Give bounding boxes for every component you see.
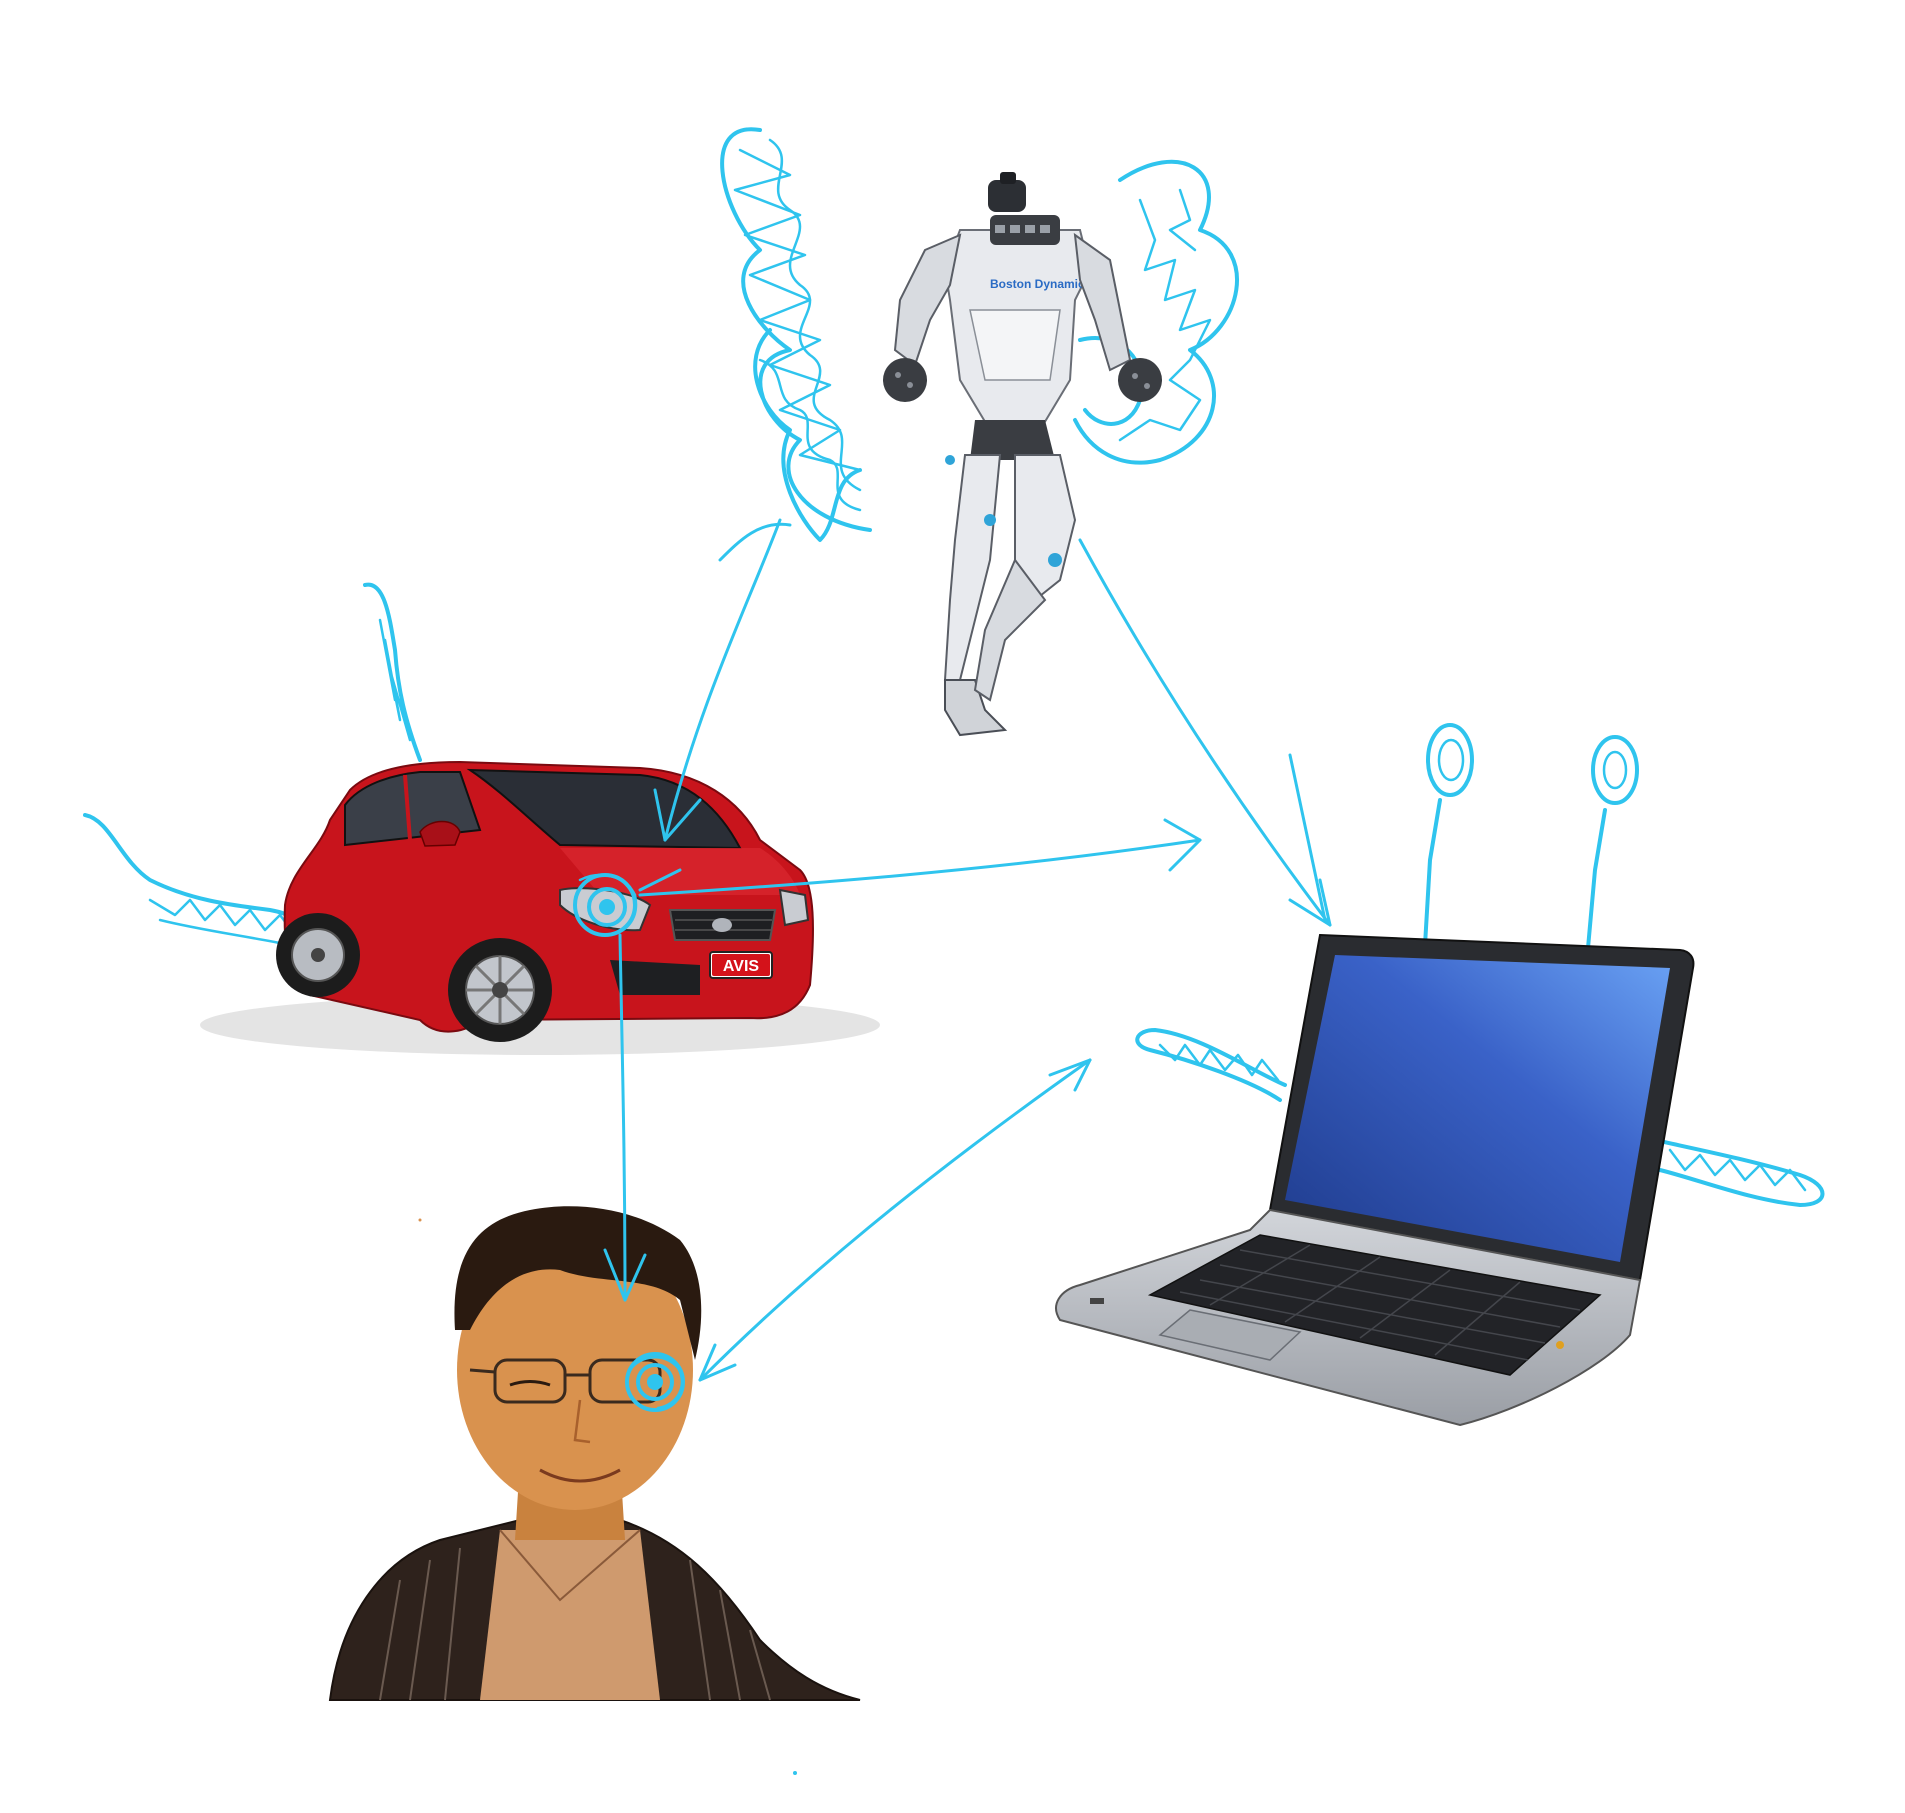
laptop-node (1055, 723, 1825, 1427)
car-headlight-right (778, 888, 810, 927)
robot-wings-scribble (720, 127, 1239, 542)
car-windshield (466, 768, 742, 850)
person-eye-scribble (625, 1352, 685, 1412)
robot-right-arm (1073, 232, 1132, 372)
car-front-wheel (448, 938, 552, 1042)
arrow-car-to-laptop (638, 818, 1202, 897)
arrow-person-laptop (698, 1058, 1092, 1382)
car-eye-scribble (573, 873, 638, 937)
person-hair (454, 1206, 702, 1360)
arrow-robot-to-car (653, 518, 792, 842)
laptop-arms-scribble (1135, 1028, 1825, 1207)
robot-node: Boston Dynamics (720, 127, 1239, 737)
robot-head (988, 180, 1026, 212)
laptop-keyboard (1147, 1234, 1602, 1376)
arrow-robot-to-laptop (1078, 538, 1332, 927)
robot-chest-logo: Boston Dynamics (990, 277, 1092, 291)
car-node: AVIS (83, 582, 880, 1055)
person-shirt (480, 1530, 660, 1700)
robot-left-arm (893, 233, 962, 367)
car-side-mirror (419, 820, 461, 847)
humanoid-robot: Boston Dynamics (883, 172, 1162, 737)
diagram-arrows (603, 518, 1332, 1382)
arrow-car-to-person (603, 933, 647, 1302)
person-face (457, 1230, 693, 1510)
laptop-touchpad (1158, 1309, 1302, 1361)
laptop-screen (1285, 955, 1670, 1262)
car-plate-text: AVIS (723, 958, 759, 975)
laptop-antennae-scribble (1423, 723, 1639, 950)
person-smile (539, 1468, 621, 1483)
car-rear-wheel (276, 913, 360, 997)
person-glasses (469, 1358, 662, 1404)
person-node (328, 1206, 861, 1701)
